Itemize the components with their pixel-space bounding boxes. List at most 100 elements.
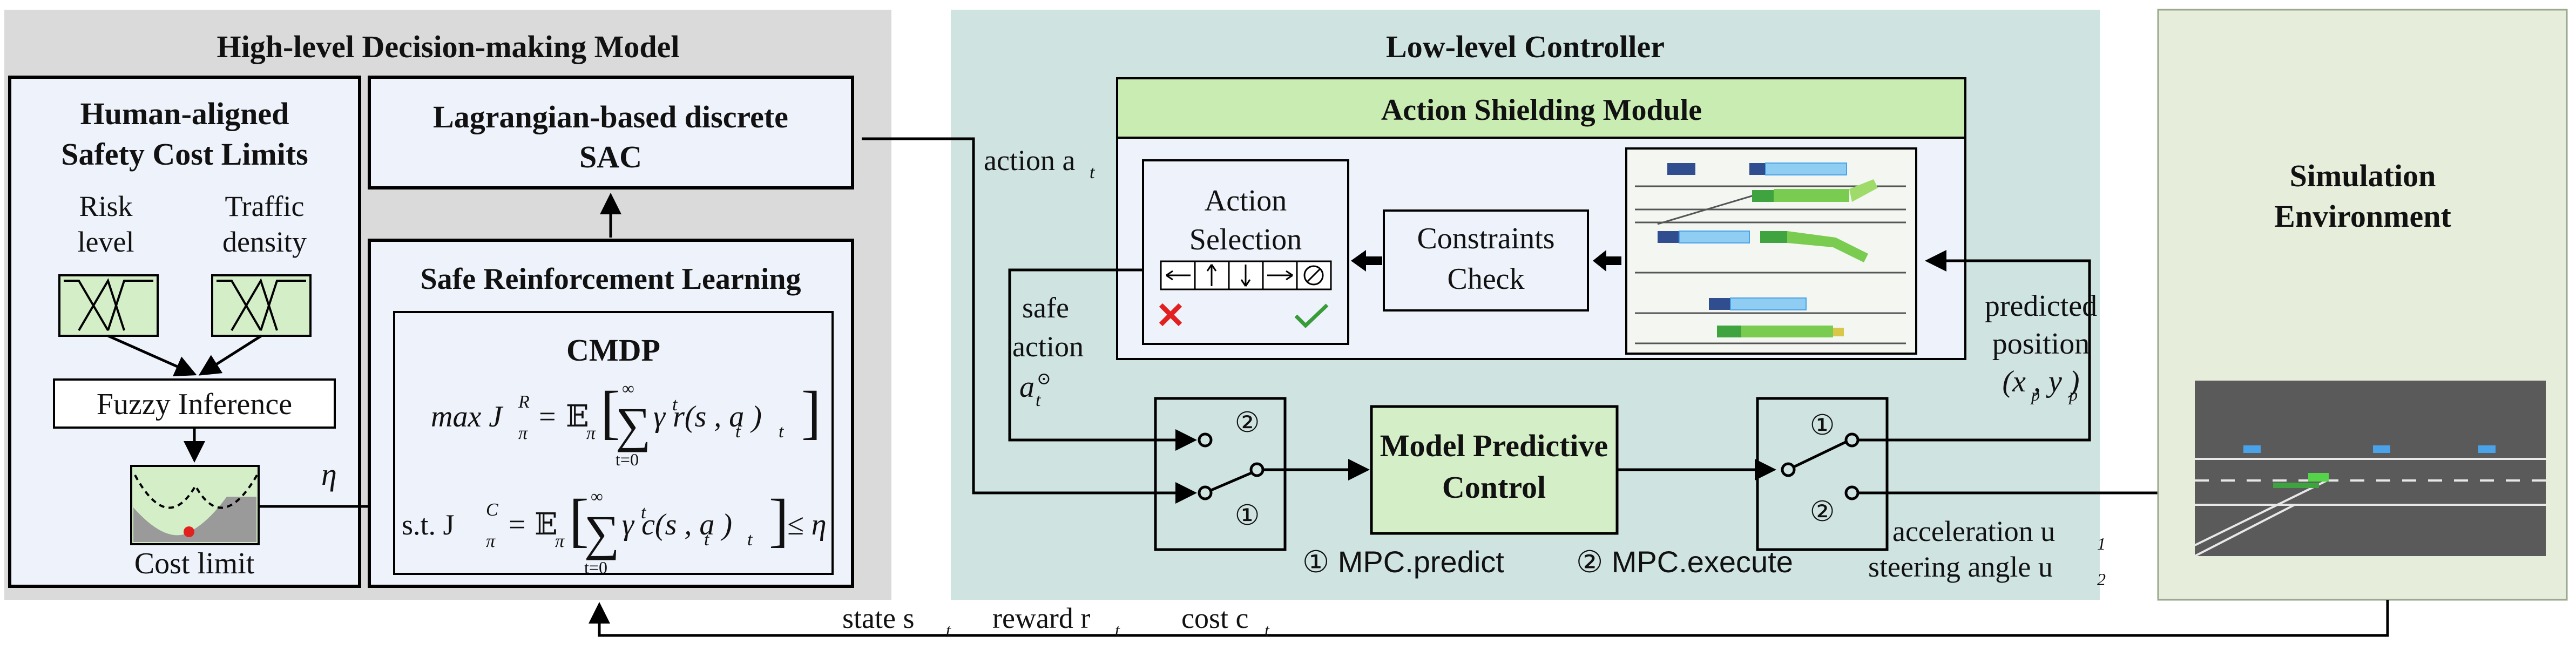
output-switch-one: ① xyxy=(1810,410,1835,441)
svg-text:]: ] xyxy=(769,487,789,553)
arrow-constraints-to-selection xyxy=(1351,250,1382,272)
predicted-sub-y: p xyxy=(2068,385,2078,404)
action-options-icon xyxy=(1160,260,1332,290)
sac-box xyxy=(368,76,854,189)
svg-text:t: t xyxy=(672,395,678,415)
arrow-scene-to-constraints xyxy=(1593,250,1621,272)
high-level-panel: High-level Decision-making Model Human-a… xyxy=(4,10,891,600)
predicted-sub-x: p xyxy=(2030,385,2040,404)
acceleration-label: acceleration u xyxy=(1892,515,2055,547)
objective-equation: max J π R = 𝔼 π [ ∑ ∞ t=0 γ r(s , a ) t … xyxy=(431,378,821,469)
risk-membership-icon xyxy=(58,274,159,337)
svg-text:]: ] xyxy=(801,379,821,445)
risk-level-line1: Risk xyxy=(79,190,132,222)
svg-text:∑: ∑ xyxy=(584,505,620,560)
svg-text:[: [ xyxy=(569,487,589,553)
safe-action-line1: safe xyxy=(1022,292,1069,324)
sac-label-line2: SAC xyxy=(579,139,642,174)
action-selection-box xyxy=(1142,159,1349,345)
safe-action-line2: action xyxy=(1012,330,1084,363)
svg-text:=: = xyxy=(539,400,556,434)
eq-sum-upper-2: ∞ xyxy=(591,486,603,506)
fuzzy-inference-box xyxy=(53,378,336,429)
predicted-line2: position xyxy=(1992,327,2090,361)
action-selection-line1: Action xyxy=(1205,184,1287,218)
svg-text:t: t xyxy=(704,530,710,550)
action-label-sub: t xyxy=(1090,162,1096,182)
svg-text:t: t xyxy=(735,422,741,442)
scene-1 xyxy=(1635,162,1906,225)
high-level-title: High-level Decision-making Model xyxy=(217,29,679,64)
feedback-cost: cost c xyxy=(1181,602,1248,634)
feedback-reward-sub: t xyxy=(1115,620,1120,640)
simulation-road-image xyxy=(2194,381,2546,557)
eq-expectation-1: 𝔼 xyxy=(566,400,589,434)
predicted-line1: predicted xyxy=(1985,289,2097,323)
steering-label: steering angle u xyxy=(1868,551,2053,583)
scene-2 xyxy=(1635,221,1906,274)
simulation-title-line2: Environment xyxy=(2274,199,2451,234)
predicted-line3: (x , y ) xyxy=(2002,365,2079,398)
steering-sub: 2 xyxy=(2097,570,2106,589)
output-switch-two: ② xyxy=(1810,497,1835,527)
eq-st-label: s.t. J xyxy=(402,509,455,541)
eq-sum-upper-1: ∞ xyxy=(622,378,634,398)
eq-expectation-2: 𝔼 xyxy=(535,508,558,541)
cmdp-title: CMDP xyxy=(566,333,660,368)
legend-execute: ② MPC.execute xyxy=(1576,545,1793,579)
traffic-density-line1: Traffic xyxy=(225,190,305,222)
cmdp-box xyxy=(393,311,834,575)
mpc-line2: Control xyxy=(1442,470,1546,505)
eta-symbol: η xyxy=(321,457,337,492)
output-switch-node-in xyxy=(1781,462,1796,477)
scene-3 xyxy=(1635,297,1906,344)
eq-sum-lower-1: t=0 xyxy=(616,450,639,469)
action-selection-line2: Selection xyxy=(1189,223,1302,256)
human-aligned-title-line2: Safety Cost Limits xyxy=(61,137,308,172)
traffic-density-line2: density xyxy=(222,226,307,258)
reject-x-icon xyxy=(1159,303,1182,327)
cost-limit-icon xyxy=(130,465,260,545)
feedback-state: state s xyxy=(842,602,914,634)
ash-header xyxy=(1116,77,1966,139)
svg-text:t: t xyxy=(747,530,753,550)
svg-text:π: π xyxy=(518,423,528,443)
legend-predict: ① MPC.predict xyxy=(1302,545,1504,579)
cost-limit-label: Cost limit xyxy=(134,547,255,580)
constraints-check-line1: Constraints xyxy=(1417,222,1554,255)
svg-text:t: t xyxy=(779,422,785,442)
accept-check-icon xyxy=(1294,303,1329,328)
arrow-action-to-switch xyxy=(862,137,1197,504)
mpc-line1: Model Predictive xyxy=(1380,428,1608,463)
input-switch-two: ② xyxy=(1235,408,1260,438)
sac-label-line1: Lagrangian-based discrete xyxy=(433,99,788,134)
constraints-check-box xyxy=(1383,209,1589,312)
prediction-scenes-panel xyxy=(1625,147,1917,355)
arrow-feedback-loop xyxy=(589,600,2389,637)
risk-level-line2: level xyxy=(78,226,134,258)
low-level-title: Low-level Controller xyxy=(1386,29,1665,64)
low-level-panel: Low-level Controller Action Shielding Mo… xyxy=(862,10,2100,600)
feedback-cost-sub: t xyxy=(1265,620,1270,640)
feedback-state-sub: t xyxy=(946,620,951,640)
constraints-check-line2: Check xyxy=(1447,262,1524,296)
eq-cost-body: γ c(s , a ) xyxy=(622,508,732,541)
svg-text:∑: ∑ xyxy=(616,397,651,452)
input-switch-box xyxy=(1154,397,1287,551)
safe-action-sub: t xyxy=(1036,390,1042,410)
svg-text:π: π xyxy=(486,531,496,551)
eq-reward-body: γ r(s , a ) xyxy=(653,400,762,434)
fuzzy-inference-label: Fuzzy Inference xyxy=(97,388,292,421)
eq-leq-eta: ≤ η xyxy=(787,508,827,541)
traffic-membership-icon xyxy=(211,274,312,337)
mpc-box xyxy=(1370,405,1619,535)
simulation-title-line1: Simulation xyxy=(2290,158,2436,193)
svg-text:π: π xyxy=(555,531,565,551)
ash-title: Action Shielding Module xyxy=(1381,93,1702,127)
svg-text:=: = xyxy=(509,508,526,541)
srl-title: Safe Reinforcement Learning xyxy=(420,262,801,296)
input-switch-one: ① xyxy=(1235,500,1260,531)
eq-max-label: max J xyxy=(431,400,504,434)
feedback-reward: reward r xyxy=(992,602,1090,634)
